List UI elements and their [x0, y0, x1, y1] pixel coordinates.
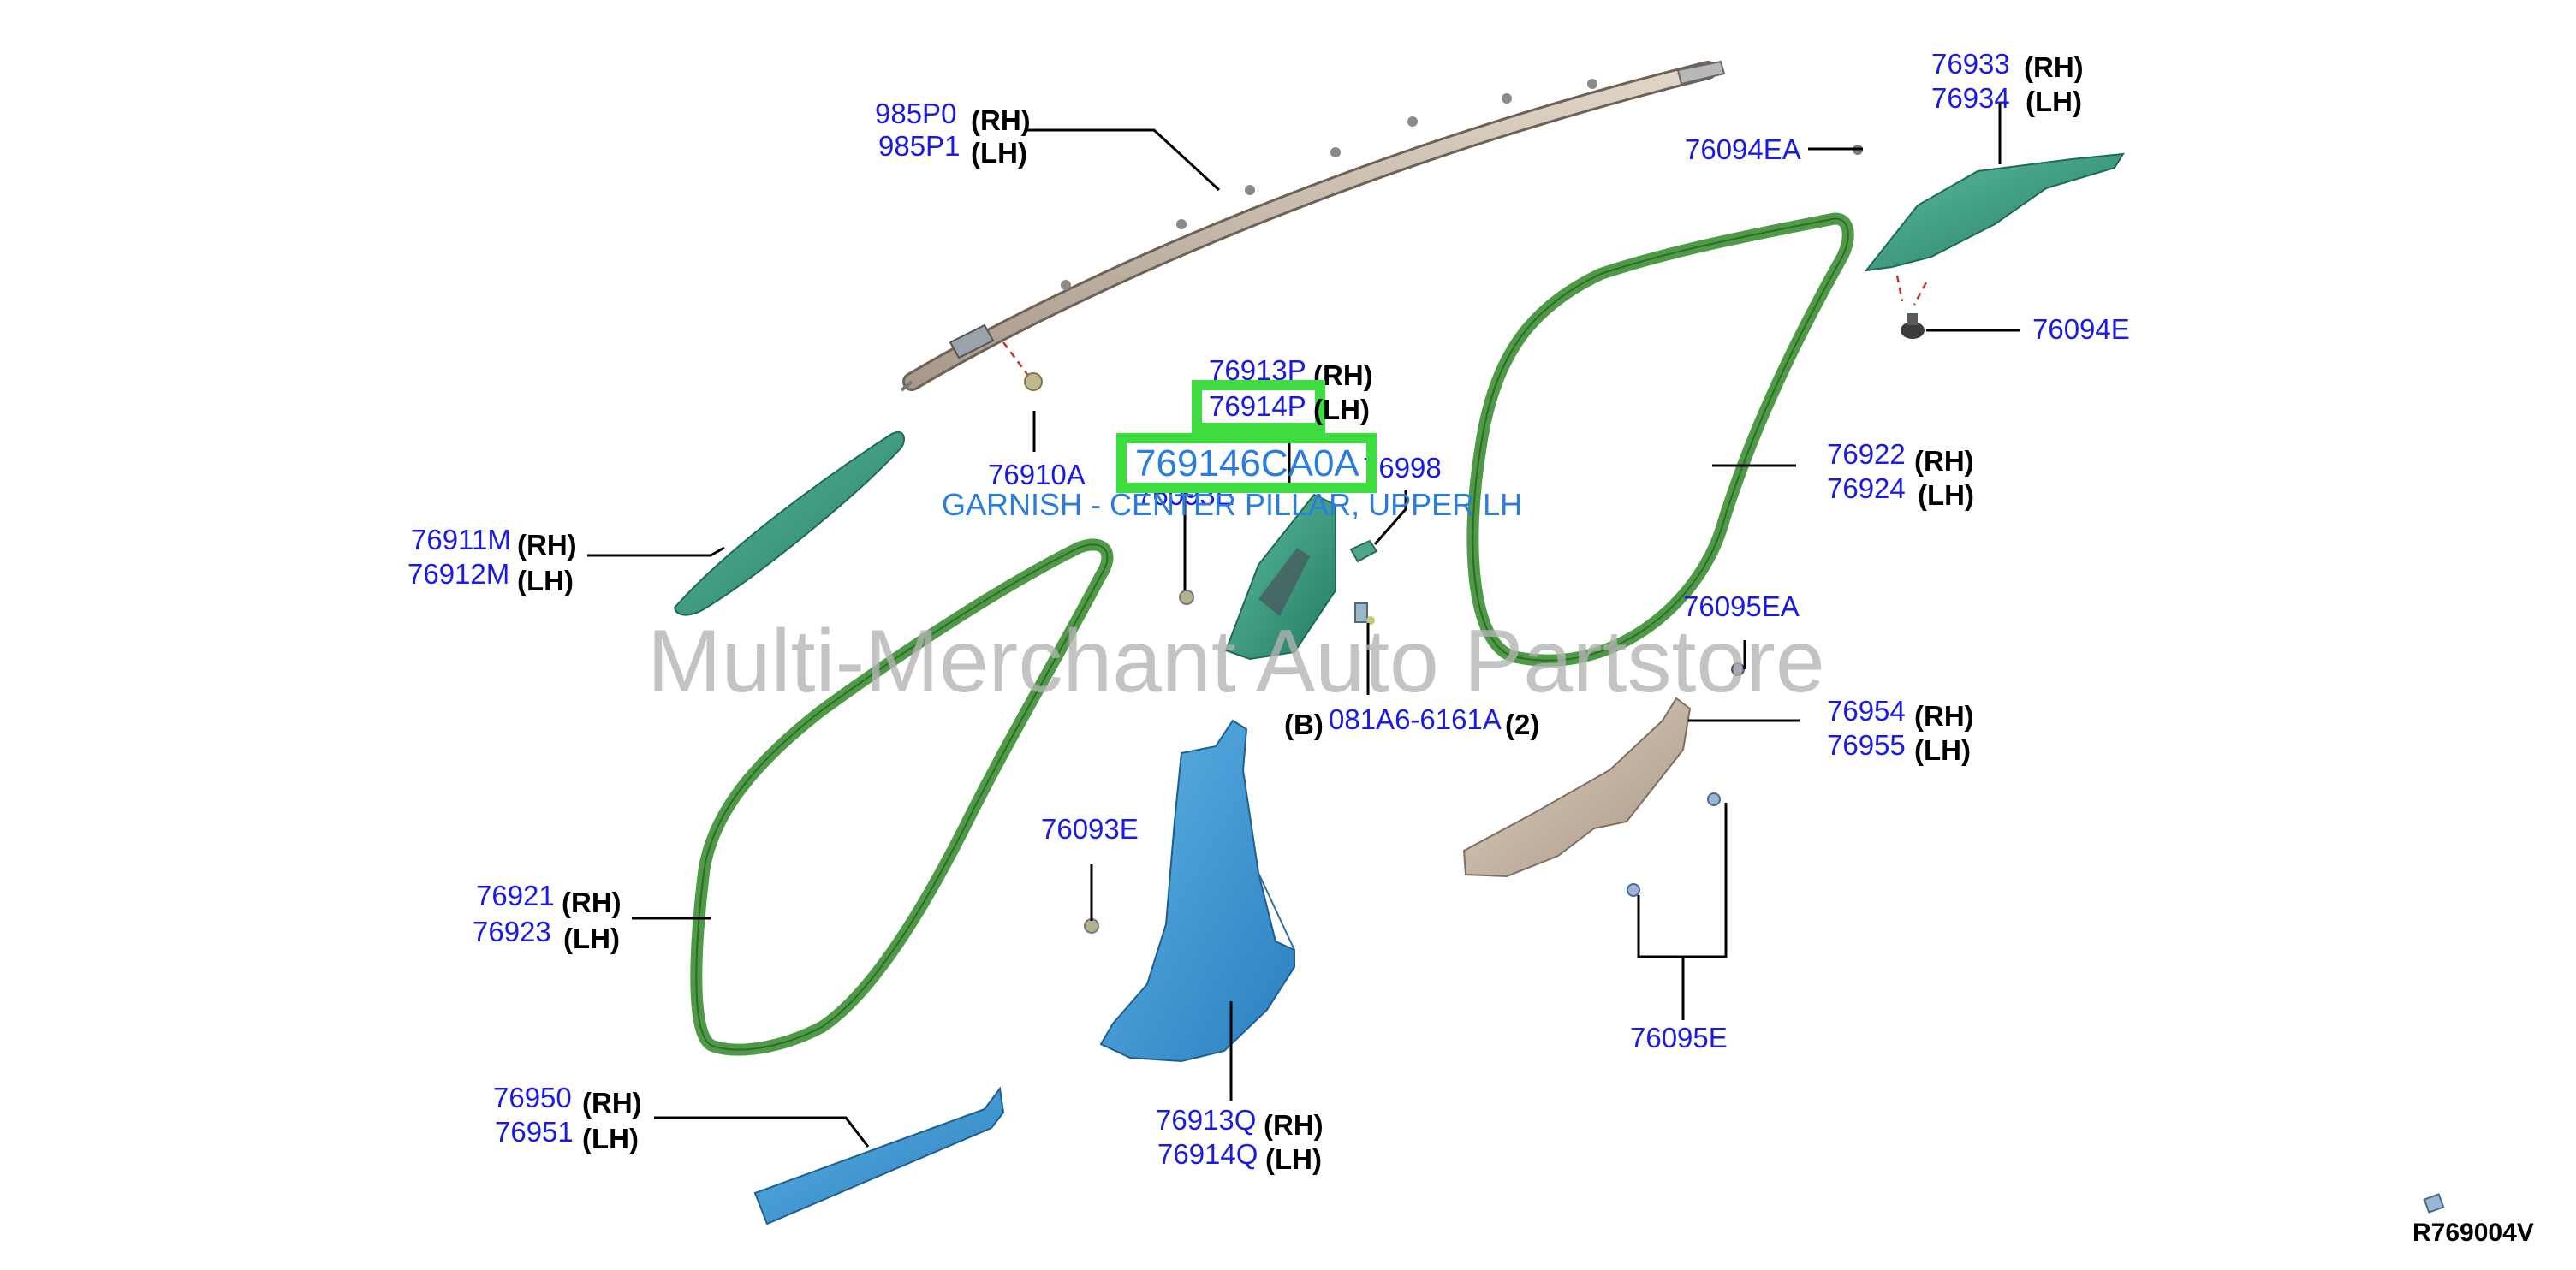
tag-lh: (LH): [1313, 394, 1370, 425]
tag-lh: (LH): [2026, 86, 2082, 117]
tag-lh: (LH): [1914, 734, 1971, 766]
part-number-76911m[interactable]: 76911M: [411, 524, 511, 555]
center-pillar-upper-garnish[interactable]: [1224, 493, 1336, 661]
tag-rh: (RH): [1914, 445, 1974, 477]
tag-lh: (LH): [1918, 479, 1974, 511]
part-number-76093e-bottom[interactable]: 76093E: [1041, 813, 1139, 845]
part-number-985p0[interactable]: 985P0: [875, 98, 956, 129]
clip-76095e-shapes[interactable]: [1627, 792, 1721, 897]
rear-pillar-garnish[interactable]: [1864, 152, 2125, 272]
label-7691p[interactable]: 76913P (RH) 76914P (LH): [1192, 354, 1373, 433]
part-number-76954[interactable]: 76954: [1827, 695, 1906, 727]
tag-lh: (LH): [1265, 1143, 1322, 1175]
part-number-76933[interactable]: 76933: [1931, 48, 2010, 80]
tag-lh: (LH): [517, 565, 574, 596]
part-number-76914p[interactable]: 76914P: [1209, 390, 1306, 422]
highlight-callout[interactable]: 769146CA0A GARNISH - CENTER PILLAR, UPPE…: [942, 433, 1522, 522]
ref-icon: [2423, 1193, 2445, 1214]
label-7695-sill[interactable]: 76950 (RH) 76951 (LH): [493, 1082, 642, 1154]
tag-rh: (RH): [1914, 700, 1974, 732]
tag-lh: (LH): [563, 923, 620, 954]
rear-kick-plate[interactable]: [1462, 697, 1692, 878]
part-number-76914q[interactable]: 76914Q: [1157, 1138, 1258, 1170]
part-number-76923[interactable]: 76923: [473, 916, 551, 947]
part-number-76924[interactable]: 76924: [1827, 472, 1906, 504]
clip-76910a-shape[interactable]: [1002, 341, 1043, 391]
label-bolt[interactable]: (B) 081A6-6161A (2): [1284, 703, 1539, 740]
clip-76093e-bottom-shape[interactable]: [1084, 918, 1099, 934]
front-pillar-garnish[interactable]: [673, 430, 905, 616]
part-number-76951[interactable]: 76951: [495, 1116, 574, 1148]
tag-rh: (RH): [971, 104, 1031, 136]
part-number-76950[interactable]: 76950: [493, 1082, 572, 1113]
tag-rh: (RH): [1264, 1109, 1324, 1141]
tag-b: (B): [1284, 709, 1324, 740]
part-number-76095e[interactable]: 76095E: [1630, 1022, 1728, 1053]
tag-lh: (LH): [582, 1123, 639, 1154]
label-985p[interactable]: 985P0 (RH) 985P1 (LH): [875, 98, 1031, 169]
clip-76998-shape[interactable]: [1349, 539, 1378, 563]
part-number-76910a[interactable]: 76910A: [988, 459, 1086, 490]
rear-door-weatherstrip[interactable]: [1466, 212, 1854, 667]
bolt-shape[interactable]: [1354, 602, 1375, 625]
highlight-box-hotspot: [1192, 380, 1325, 433]
label-7691q[interactable]: 76913Q (RH) 76914Q (LH): [1156, 1104, 1324, 1175]
highlight-box-part: [1116, 433, 1377, 493]
part-number-76094e[interactable]: 76094E: [2032, 313, 2130, 345]
label-7692-rear[interactable]: 76922 (RH) 76924 (LH): [1827, 438, 1974, 511]
part-number-985p1[interactable]: 985P1: [878, 130, 960, 162]
part-number-76934[interactable]: 76934: [1931, 82, 2010, 114]
tag-rh: (RH): [2024, 51, 2084, 83]
tag-lh: (LH): [971, 137, 1027, 169]
part-number-76955[interactable]: 76955: [1827, 729, 1906, 761]
label-7692-front[interactable]: 76921 (RH) 76923 (LH): [473, 880, 622, 954]
tag-rh: (RH): [517, 529, 577, 561]
part-number-76094ea[interactable]: 76094EA: [1685, 134, 1801, 165]
front-door-weatherstrip[interactable]: [690, 538, 1114, 1056]
part-number-76912m[interactable]: 76912M: [408, 558, 509, 590]
label-7691m[interactable]: 76911M (RH) 76912M (LH): [408, 524, 577, 596]
tag-rh: (RH): [562, 887, 622, 918]
label-7693[interactable]: 76933 (RH) 76934 (LH): [1931, 48, 2084, 117]
clip-76093e-top-shape[interactable]: [1179, 590, 1194, 605]
highlight-description: GARNISH - CENTER PILLAR, UPPER LH: [942, 487, 1522, 522]
part-number-76922[interactable]: 76922: [1827, 438, 1906, 470]
part-number-081a6-6161a[interactable]: 081A6-6161A: [1329, 703, 1502, 735]
front-sill-plate[interactable]: [753, 1086, 1005, 1225]
watermark: Multi-Merchant Auto Partstore: [647, 612, 1825, 711]
tag-qty: (2): [1505, 709, 1539, 740]
center-pillar-lower-garnish[interactable]: [1099, 719, 1295, 1063]
part-number-76095ea[interactable]: 76095EA: [1683, 590, 1800, 622]
part-number-76913q[interactable]: 76913Q: [1156, 1104, 1256, 1136]
clip-76094e-shape[interactable]: [1895, 275, 1928, 339]
curtain-airbag[interactable]: [900, 60, 1726, 392]
leader-lines: [587, 103, 2020, 1148]
tag-rh: (RH): [582, 1087, 642, 1119]
label-7695-rear[interactable]: 76954 (RH) 76955 (LH): [1827, 695, 1974, 766]
highlight-part-number[interactable]: 769146CA0A: [1135, 442, 1359, 484]
diagram-reference: R769004V: [2412, 1219, 2534, 1247]
part-number-76921[interactable]: 76921: [476, 880, 555, 911]
